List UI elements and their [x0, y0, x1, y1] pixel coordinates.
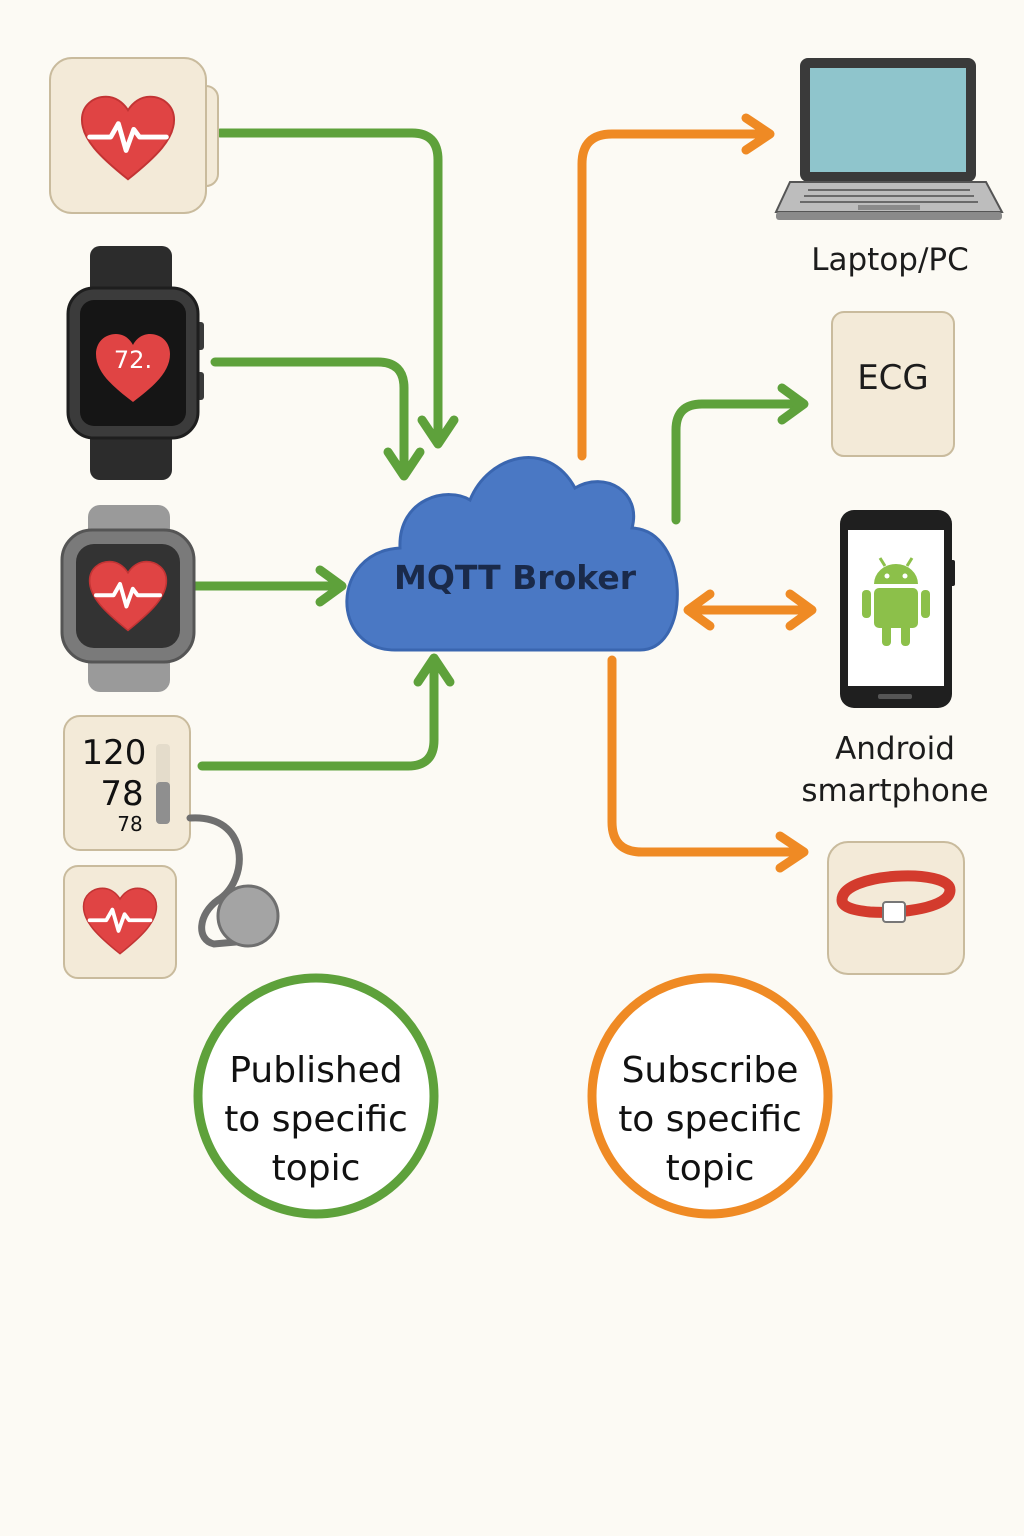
- ecg-label: ECG: [857, 358, 929, 398]
- bp-diastolic: 78: [100, 774, 143, 814]
- arrowhead-5: [777, 383, 809, 425]
- arrow-broker-to-ecg: [671, 399, 805, 525]
- arrowhead-2: [383, 447, 425, 481]
- publish-legend-circle: [193, 973, 439, 1219]
- subscribe-legend-text: Subscribe to specific topic: [600, 1046, 820, 1193]
- arrow-broker-to-laptop: [577, 129, 771, 461]
- arrow-bp-monitor-to-broker: [197, 657, 439, 771]
- subscribe-legend-circle: [587, 973, 833, 1219]
- smartwatch-icon: 72.: [66, 246, 204, 480]
- heart-monitor-icon: [49, 57, 219, 214]
- publish-arrows: [190, 128, 809, 771]
- subscribe-legend-line2: to specific: [618, 1099, 802, 1140]
- arrowhead-8: [683, 589, 715, 631]
- arrowhead-9: [775, 831, 809, 873]
- arrowhead-7: [785, 589, 817, 631]
- bp-systolic: 120: [82, 733, 147, 773]
- laptop-label: Laptop/PC: [811, 242, 969, 278]
- publish-legend-line1: Published: [229, 1050, 403, 1091]
- blood-pressure-monitor-icon: 120 78 78: [63, 715, 280, 979]
- arrowhead-1: [417, 415, 459, 449]
- arrowhead-3: [315, 565, 347, 607]
- wearable-band-icon: [827, 841, 965, 975]
- android-phone-icon: [840, 510, 955, 708]
- bp-bulb: [216, 884, 280, 948]
- watch-reading: 72.: [114, 346, 152, 374]
- android-label-line1: Android: [835, 731, 955, 767]
- fitness-watch-icon: [60, 505, 196, 692]
- publish-legend-line2: to specific: [224, 1099, 408, 1140]
- publish-legend-line3: topic: [271, 1148, 361, 1189]
- arrow-heart-monitor-to-broker: [215, 128, 443, 445]
- subscribe-legend-line1: Subscribe: [621, 1050, 799, 1091]
- arrow-broker-to-band: [607, 655, 805, 857]
- android-label-line2: smartphone: [801, 773, 989, 809]
- arrow-smartwatch-to-broker: [210, 357, 409, 475]
- broker-label: MQTT Broker: [394, 558, 636, 597]
- subscribe-arrows: [577, 113, 817, 873]
- ecg-tile: [831, 311, 955, 457]
- bp-tube: [186, 814, 243, 948]
- android-label: Android smartphone: [790, 728, 1000, 812]
- publish-legend-text: Published to specific topic: [206, 1046, 426, 1193]
- arrowhead-4: [413, 653, 455, 687]
- subscribe-legend-line3: topic: [665, 1148, 755, 1189]
- laptop-icon: [774, 58, 1004, 220]
- bp-pulse: 78: [117, 812, 142, 836]
- mqtt-broker-cloud: [345, 456, 679, 652]
- arrowhead-6: [741, 113, 775, 155]
